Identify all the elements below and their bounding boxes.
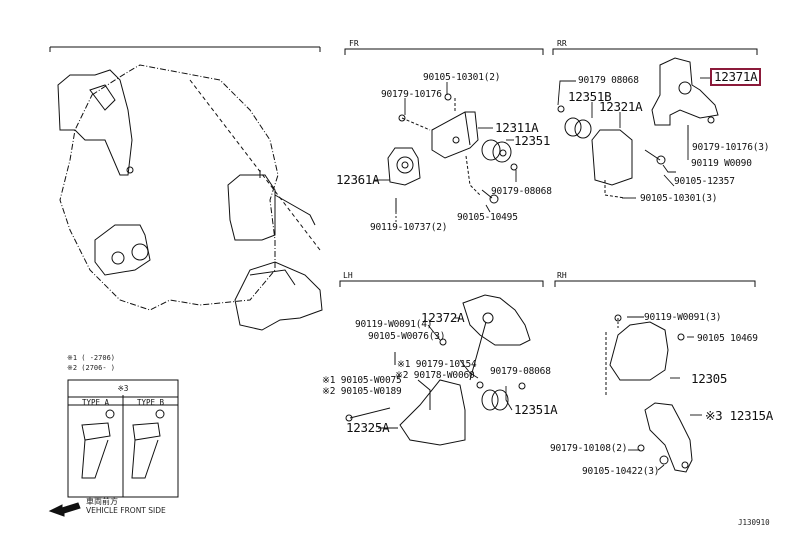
part-label[interactable]: 12325A (346, 420, 390, 435)
section-label-rr: RR (557, 39, 567, 48)
part-label[interactable]: 90105-12357 (674, 176, 735, 187)
lh-insulator-drawing (481, 389, 509, 411)
part-label[interactable]: 90179-10108(2) (550, 443, 628, 454)
section-label-lh: LH (343, 271, 353, 280)
part-label[interactable]: ※2 90178-W0060 (395, 370, 475, 381)
part-label[interactable]: 90119-W0091(3) (644, 312, 722, 323)
vehicle-front-arrow-icon (48, 502, 81, 517)
part-label[interactable]: ※3 12315A (705, 408, 773, 423)
part-label[interactable]: 12321A (599, 99, 643, 114)
part-label[interactable]: 90119 W0090 (691, 158, 752, 169)
part-label[interactable]: 90179-10176 (381, 89, 442, 100)
overview-fr-mount (94, 224, 151, 276)
vehicle-front-jp: 車両前方 (86, 497, 118, 506)
sheet-id: J130910 (738, 518, 770, 527)
part-label[interactable]: 12351A (514, 402, 558, 417)
part-label[interactable]: 90105-10422(3) (582, 466, 660, 477)
fr-frame (344, 48, 544, 55)
lh-bracket-drawing (399, 379, 466, 446)
part-label[interactable]: 12351B (568, 89, 612, 104)
part-label[interactable]: 90105-W0076(3) (368, 331, 446, 342)
rh-bracket-drawing (644, 402, 693, 473)
type-a-drawing (81, 409, 115, 479)
lh-frame (339, 280, 544, 287)
type-a-label: TYPE A (81, 398, 110, 407)
rr-fasteners (557, 105, 715, 165)
rr-bracket-drawing (591, 129, 633, 199)
part-label[interactable]: 90105 10469 (697, 333, 758, 344)
overview-rr-mount (57, 69, 134, 176)
type-table (67, 379, 179, 498)
part-label[interactable]: 90179-08068 (491, 186, 552, 197)
part-label[interactable]: 12361A (336, 172, 380, 187)
part-label[interactable]: 90119-10737(2) (370, 222, 448, 233)
part-label[interactable]: 90119-W0091(4) (355, 319, 433, 330)
overview-leader-line (189, 79, 321, 251)
part-label[interactable]: 90179 08068 (578, 75, 639, 86)
lh-mount-drawing (462, 294, 531, 381)
part-label[interactable]: 90105-10495 (457, 212, 518, 223)
fr-fasteners (395, 93, 518, 212)
note-1: ※1 ( -2706) (67, 354, 116, 362)
rr-frame (552, 48, 758, 55)
rr-mount-drawing (651, 57, 719, 126)
part-label[interactable]: 12305 (691, 371, 728, 386)
note-2: ※2 (2706- ) (67, 364, 116, 372)
part-label-highlighted[interactable]: 12371A (709, 68, 762, 86)
part-label[interactable]: 90105-10301(3) (640, 193, 718, 204)
section-label-rh: RH (557, 271, 567, 280)
part-label[interactable]: ※1 90105-W0075 (322, 375, 402, 386)
fr-insulator-drawing (481, 139, 512, 163)
overview-frame (49, 46, 321, 52)
overview-lh-mount (234, 261, 323, 331)
part-label[interactable]: ※2 90105-W0189 (322, 386, 402, 397)
overview-rh-mount (227, 170, 316, 241)
type-b-label: TYPE B (136, 398, 165, 407)
type-b-drawing (131, 409, 165, 479)
leader-lines (374, 77, 712, 471)
part-label[interactable]: 12351 (514, 133, 551, 148)
part-label[interactable]: 90105-10301(2) (423, 72, 501, 83)
engine-outline (59, 64, 279, 311)
fr-mount-drawing (387, 147, 421, 186)
vehicle-front-label: VEHICLE FRONT SIDE (86, 506, 166, 515)
section-label-fr: FR (349, 39, 359, 48)
type-table-header: ※3 (117, 384, 129, 393)
part-label[interactable]: 12372A (421, 310, 465, 325)
part-label[interactable]: ※1 90179-10154 (397, 359, 477, 370)
lh-fasteners (345, 338, 526, 422)
part-label[interactable]: 90179-10176(3) (692, 142, 770, 153)
rh-mount-drawing (605, 318, 669, 395)
rh-fasteners (614, 314, 685, 465)
part-label[interactable]: 90179-08068 (490, 366, 551, 377)
rh-frame (554, 280, 756, 287)
rr-insulator-drawing (564, 117, 592, 139)
fr-bracket-drawing (401, 98, 481, 196)
part-label[interactable]: 12311A (495, 120, 539, 135)
